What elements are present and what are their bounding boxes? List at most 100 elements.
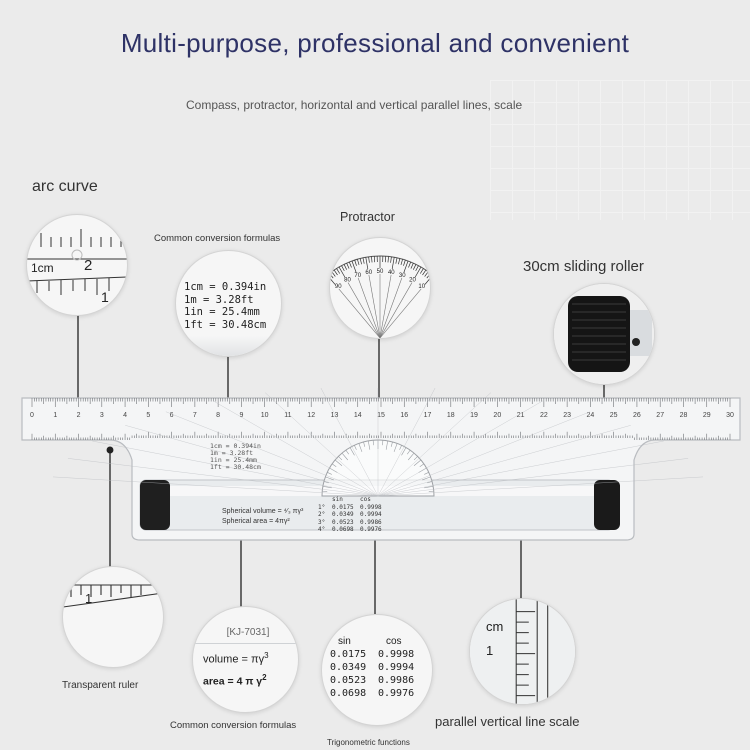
protractor-detail-tick [354, 259, 357, 266]
ruler-cm-number: 18 [447, 412, 455, 419]
roller-sin-header: sin [332, 496, 343, 503]
label-transparent-ruler: Transparent ruler [62, 680, 139, 691]
protractor-detail-tick [424, 271, 429, 277]
ruler-cm-number: 23 [563, 412, 571, 419]
ruler-cm-number: 12 [307, 412, 315, 419]
protractor-tick [354, 445, 357, 450]
protractor-detail-tick [403, 260, 409, 273]
area-formula: area = 4 π γ [203, 675, 263, 688]
ruler-cm-number: 11 [284, 412, 291, 419]
detail-trig-functions: sin cos 0.0175 0.9998 0.0349 0.9994 0.05… [321, 614, 433, 726]
protractor-detail-number: 30 [399, 273, 406, 279]
protractor-tick [341, 452, 349, 461]
arc-number-1: 1 [101, 289, 109, 305]
protractor-detail-tick [422, 269, 427, 276]
ruler-cm-number: 8 [216, 412, 220, 419]
roller-deg-4: 4° [318, 526, 326, 533]
transparent-number-1: 1 [85, 591, 93, 606]
protractor-detail-tick [413, 264, 417, 270]
ruler-cm-number: 0 [30, 412, 34, 419]
ruler-cm-number: 17 [424, 412, 432, 419]
protractor-tick [424, 485, 434, 489]
protractor-guide-line [377, 440, 664, 497]
ruler-cm-number: 4 [123, 412, 127, 419]
conversion-line-2: 1m = 3.28ft [184, 293, 254, 306]
ruler-cm-number: 16 [400, 412, 408, 419]
protractor-guide-line [377, 458, 689, 497]
label-trig-functions: Trigonometric functions [327, 738, 410, 747]
ruler-conversion-4: 1ft = 30.48cm [210, 463, 261, 471]
ruler-cm-number: 5 [146, 412, 150, 419]
ruler-cm-number: 2 [77, 412, 81, 419]
protractor-tick [407, 452, 415, 461]
protractor-guide-line [67, 458, 379, 497]
page-subtitle: Compass, protractor, horizontal and vert… [186, 98, 523, 112]
protractor-detail-tick [414, 266, 422, 278]
protractor-guide-line [377, 388, 436, 497]
trig-cos-header: cos [386, 636, 402, 647]
protractor-detail-tick [368, 256, 370, 263]
protractor-detail-tick [390, 256, 392, 263]
protractor-tick [363, 441, 366, 447]
roller-cos-3: 0.9986 [360, 518, 382, 526]
protractor-guide-line [377, 411, 591, 497]
protractor-detail-ray [379, 282, 413, 338]
protractor-detail-tick [408, 261, 412, 268]
protractor-tick [390, 441, 393, 447]
label-conversion-top: Common conversion formulas [154, 233, 281, 244]
ruler-cm-number: 22 [540, 412, 548, 419]
protractor-tick [422, 476, 431, 481]
detail-conversion-formulas: 1cm = 0.394in 1m = 3.28ft 1in = 25.4mm 1… [175, 250, 282, 357]
roller-sin-1: 0.0175 [332, 503, 354, 511]
trig-sin-header: sin [338, 636, 351, 647]
ruler-cm-number: 19 [470, 412, 478, 419]
ruler-cm-number: 13 [331, 412, 339, 419]
protractor-detail-tick [331, 271, 336, 277]
protractor-detail-ray [368, 274, 381, 338]
ruler-cm-number: 9 [239, 412, 243, 419]
protractor-detail-tick [362, 257, 365, 264]
protractor-detail-tick [371, 256, 373, 263]
detail-volume-formulas: [KJ-7031] volume = πγ3 area = 4 π γ2 [192, 606, 299, 713]
protractor-guide-line [265, 392, 379, 497]
protractor-detail-tick [348, 261, 352, 268]
ruler-cm-number: 30 [726, 412, 734, 419]
page-title: Multi-purpose, professional and convenie… [120, 28, 630, 58]
trig-sin-2: 0.0349 [330, 662, 367, 673]
ruler-conversion-1: 1cm = 0.394in [210, 442, 261, 450]
protractor-tick [325, 476, 334, 481]
protractor-detail-ray [338, 288, 381, 338]
protractor-detail-ray [379, 277, 403, 338]
protractor-detail-tick [424, 277, 430, 285]
protractor-guide-line [212, 400, 379, 497]
ruler-cm-number: 21 [517, 412, 525, 419]
roller-sin-2: 0.0349 [332, 511, 354, 518]
trig-sin-3: 0.0523 [330, 675, 367, 686]
protractor-guide-line [377, 476, 703, 497]
protractor-detail-tick [343, 264, 347, 270]
protractor-tick [419, 463, 425, 467]
conversion-line-1: 1cm = 0.394in [184, 281, 267, 293]
protractor-detail-tick [419, 268, 424, 274]
label-conversion-bottom: Common conversion formulas [170, 720, 297, 731]
ruler-cm-number: 15 [377, 412, 385, 419]
protractor-detail-tick [410, 262, 414, 269]
protractor-detail-tick [341, 265, 345, 272]
ruler-cm-number: 20 [493, 412, 501, 419]
protractor-detail-tick [365, 257, 369, 270]
background-grid [490, 80, 750, 220]
protractor-detail-number: 70 [354, 273, 361, 279]
area-exponent: 2 [262, 673, 267, 682]
protractor-guide-line [165, 411, 379, 497]
detail-arc-curve: 1cm 2 1 [26, 214, 128, 316]
roller-cos-4: 0.9976 [360, 526, 382, 533]
parallel-unit-text: cm [486, 619, 504, 634]
protractor-detail-tick [336, 268, 341, 274]
protractor-guide-line [53, 476, 379, 497]
protractor-detail-tick [330, 277, 336, 285]
roller-sin-4: 0.0698 [332, 526, 354, 533]
label-sliding-roller: 30cm sliding roller [523, 258, 644, 275]
